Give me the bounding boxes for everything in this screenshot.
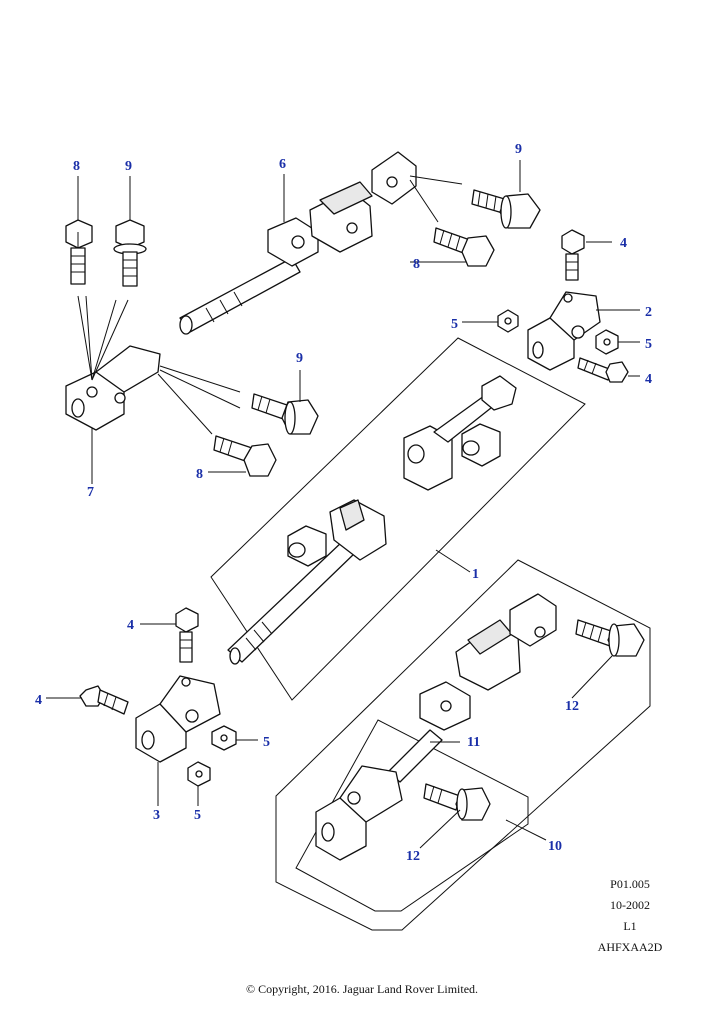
group-outline-10	[275, 559, 651, 931]
bolt-4-lower-right	[577, 357, 629, 383]
callout-12-lower: 12	[406, 849, 420, 864]
shaft-assembly-1	[227, 375, 517, 665]
callout-12-upper: 12	[565, 699, 579, 714]
callout-10: 10	[548, 839, 562, 854]
callout-5-right-upper: 5	[451, 317, 458, 332]
callouts: 8 9 6 9 8 4 5 2 5 4 9 8 7 1 4 4 5 3 5 12…	[35, 142, 652, 864]
revision-date: 10-2002	[610, 898, 650, 912]
nut-5-lower-left-b	[187, 761, 211, 787]
callout-4-lower-left-horizontal: 4	[35, 693, 42, 708]
universal-joint-7	[65, 345, 161, 431]
nut-5-lower-left-a	[211, 725, 237, 751]
nut-5-right-lower	[595, 329, 619, 355]
callout-7: 7	[87, 485, 94, 500]
callout-2: 2	[645, 305, 652, 320]
nut-5-right-upper	[497, 309, 519, 333]
shaft-assembly-6	[179, 151, 417, 335]
universal-joint-2	[527, 291, 601, 371]
callout-1: 1	[472, 567, 479, 582]
bolt-9-left	[113, 219, 147, 287]
leader-lines	[46, 160, 640, 849]
reference-code: P01.005	[610, 877, 650, 891]
group-outline-1	[210, 337, 586, 701]
bolt-8-top	[433, 227, 495, 267]
callout-9-top-left: 9	[125, 159, 132, 174]
shaft-assembly-10	[387, 593, 557, 783]
callout-4-top-right: 4	[620, 236, 627, 251]
callout-5-lower-left-a: 5	[263, 735, 270, 750]
illustration-code: AHFXAA2D	[597, 940, 663, 954]
callout-3: 3	[153, 808, 160, 823]
bolt-9-middle	[251, 393, 319, 435]
callout-4-lower-left-vertical: 4	[127, 618, 134, 633]
level-code: L1	[623, 919, 637, 933]
callout-9-top-right: 9	[515, 142, 522, 157]
bolt-4-lower-left-vertical	[175, 607, 199, 663]
callout-11: 11	[467, 735, 480, 750]
bolt-12-lower	[423, 783, 491, 821]
callout-5-right-lower: 5	[645, 337, 652, 352]
callout-9-middle: 9	[296, 351, 303, 366]
universal-joint-3	[135, 675, 221, 763]
callout-8-top-left: 8	[73, 159, 80, 174]
bolt-12-upper	[575, 619, 645, 657]
bolt-8-left	[65, 219, 93, 285]
callout-8-top-middle: 8	[413, 257, 420, 272]
bolt-8-middle	[213, 435, 277, 477]
callout-4-right-lower: 4	[645, 372, 652, 387]
callout-8-middle: 8	[196, 467, 203, 482]
bolt-4-top-right	[561, 229, 585, 281]
callout-6: 6	[279, 157, 286, 172]
bolt-9-top	[471, 189, 541, 229]
group-outline-11	[295, 719, 529, 912]
bolt-4-lower-left-horizontal	[79, 685, 129, 715]
copyright-notice: © Copyright, 2016. Jaguar Land Rover Lim…	[245, 982, 479, 996]
callout-5-lower-left-b: 5	[194, 808, 201, 823]
universal-joint-11	[315, 765, 403, 861]
